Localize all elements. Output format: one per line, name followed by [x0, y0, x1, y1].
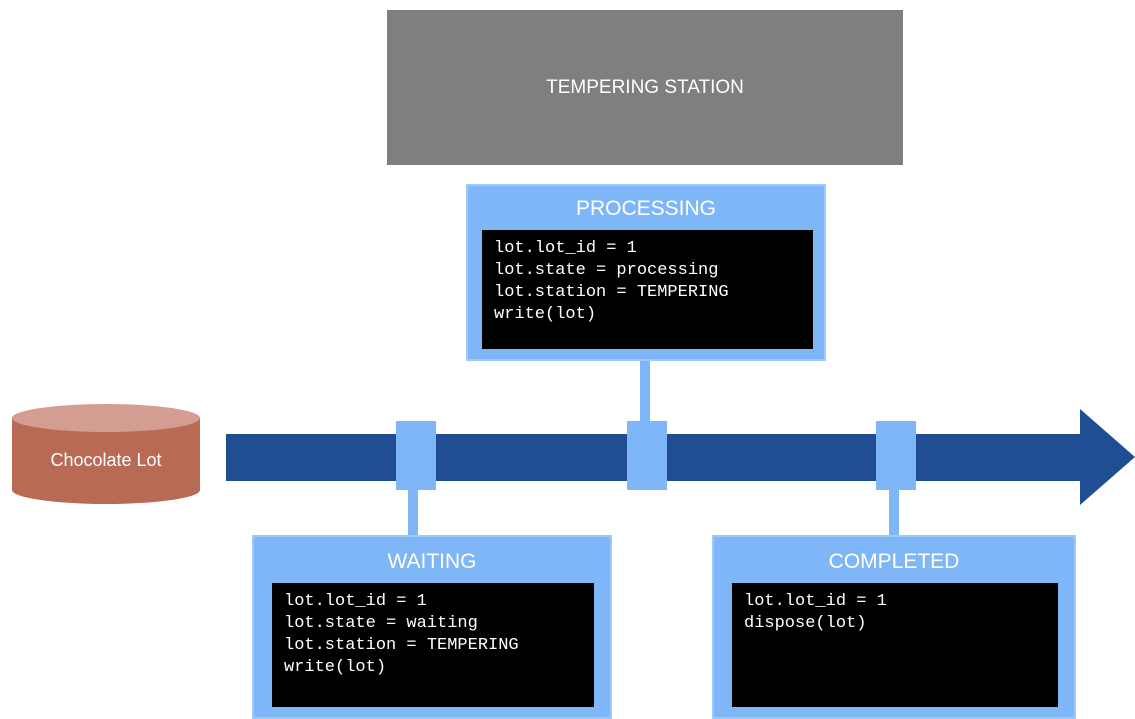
waiting-marker — [396, 421, 436, 490]
tempering-station-title: TEMPERING STATION — [546, 76, 744, 98]
code-line: lot.lot_id = 1 — [494, 239, 637, 258]
waiting-title: WAITING — [387, 550, 477, 573]
code-line: lot.station = TEMPERING — [494, 283, 729, 302]
chocolate-lot: Chocolate Lot — [12, 404, 200, 504]
cylinder-icon — [12, 404, 200, 504]
completed-marker — [876, 421, 916, 490]
processing-code-block: lot.lot_id = 1 lot.state = processing lo… — [482, 230, 813, 349]
timeline-arrow — [226, 409, 1135, 505]
code-line: write(lot) — [494, 305, 597, 324]
processing-state-box: PROCESSING lot.lot_id = 1 lot.state = pr… — [466, 184, 826, 361]
waiting-state-box: WAITING lot.lot_id = 1 lot.state = waiti… — [252, 535, 612, 719]
processing-title: PROCESSING — [575, 197, 717, 220]
completed-title: COMPLETED — [828, 550, 960, 573]
completed-connector — [889, 490, 899, 537]
waiting-code-block: lot.lot_id = 1 lot.state = waiting lot.s… — [272, 583, 594, 707]
code-line: lot.state = waiting — [284, 614, 478, 633]
code-line: dispose(lot) — [744, 614, 867, 633]
completed-state-box: COMPLETED lot.lot_id = 1 dispose(lot) — [712, 535, 1076, 719]
processing-marker — [627, 421, 667, 490]
completed-code-block: lot.lot_id = 1 dispose(lot) — [732, 583, 1058, 707]
code-line: lot.state = processing — [494, 261, 719, 280]
code-line: write(lot) — [284, 658, 387, 677]
code-line: lot.lot_id = 1 — [284, 592, 427, 611]
waiting-connector — [408, 490, 418, 537]
chocolate-lot-label: Chocolate Lot — [50, 450, 162, 470]
code-line: lot.lot_id = 1 — [744, 592, 887, 611]
processing-connector — [640, 361, 650, 423]
tempering-station-box: TEMPERING STATION — [387, 10, 903, 165]
code-line: lot.station = TEMPERING — [284, 636, 519, 655]
